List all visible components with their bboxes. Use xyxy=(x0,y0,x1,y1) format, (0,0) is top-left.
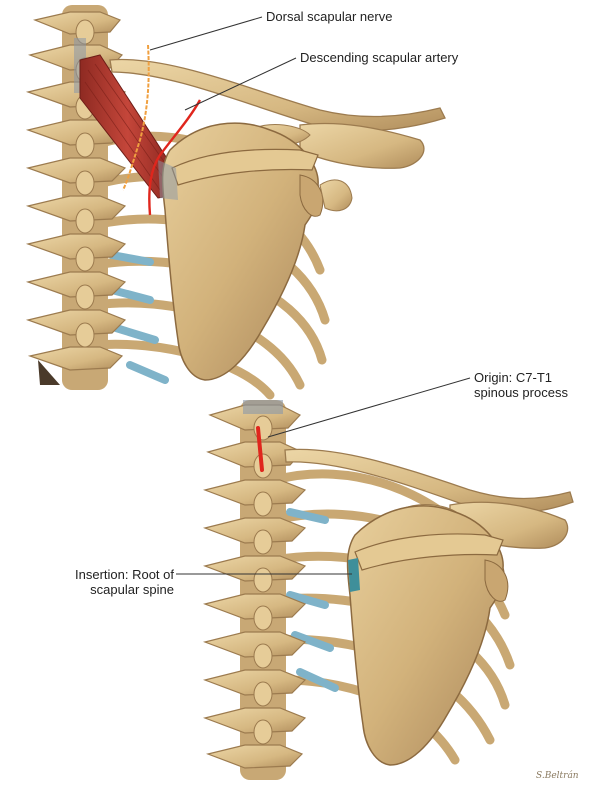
top-illustration xyxy=(25,5,446,400)
descending-scapular-artery xyxy=(148,99,202,216)
label-insertion-line1: Insertion: Root of xyxy=(75,567,174,582)
dorsal-scapular-nerve xyxy=(122,44,150,191)
vertebral-column-bottom xyxy=(202,400,307,780)
clavicle-top xyxy=(109,58,446,132)
bottom-illustration xyxy=(176,377,574,780)
scapular-spine-bottom xyxy=(354,533,504,571)
leader-line-nerve xyxy=(149,16,263,51)
origin-marker xyxy=(256,426,264,472)
label-origin-line2: spinous process xyxy=(474,385,568,400)
scapula-bottom xyxy=(346,505,505,766)
label-insertion: Insertion: Root of scapular spine xyxy=(40,567,174,597)
label-dorsal-scapular-nerve: Dorsal scapular nerve xyxy=(266,9,393,24)
leader-line-artery xyxy=(184,57,297,111)
label-descending-scapular-artery: Descending scapular artery xyxy=(300,50,459,65)
label-origin-line1: Origin: C7-T1 xyxy=(474,370,553,385)
label-origin: Origin: C7-T1 spinous process xyxy=(474,370,568,400)
leader-line-origin xyxy=(267,377,471,438)
artist-signature: S.Beltrán xyxy=(536,771,579,781)
acromion-top xyxy=(299,122,425,169)
clavicle-bottom xyxy=(284,448,574,514)
scapula-top xyxy=(161,122,320,381)
insertion-marker xyxy=(348,558,360,592)
scapular-spine-top xyxy=(171,148,319,186)
label-insertion-line2: scapular spine xyxy=(90,582,174,597)
costal-cartilage-top xyxy=(108,251,169,384)
